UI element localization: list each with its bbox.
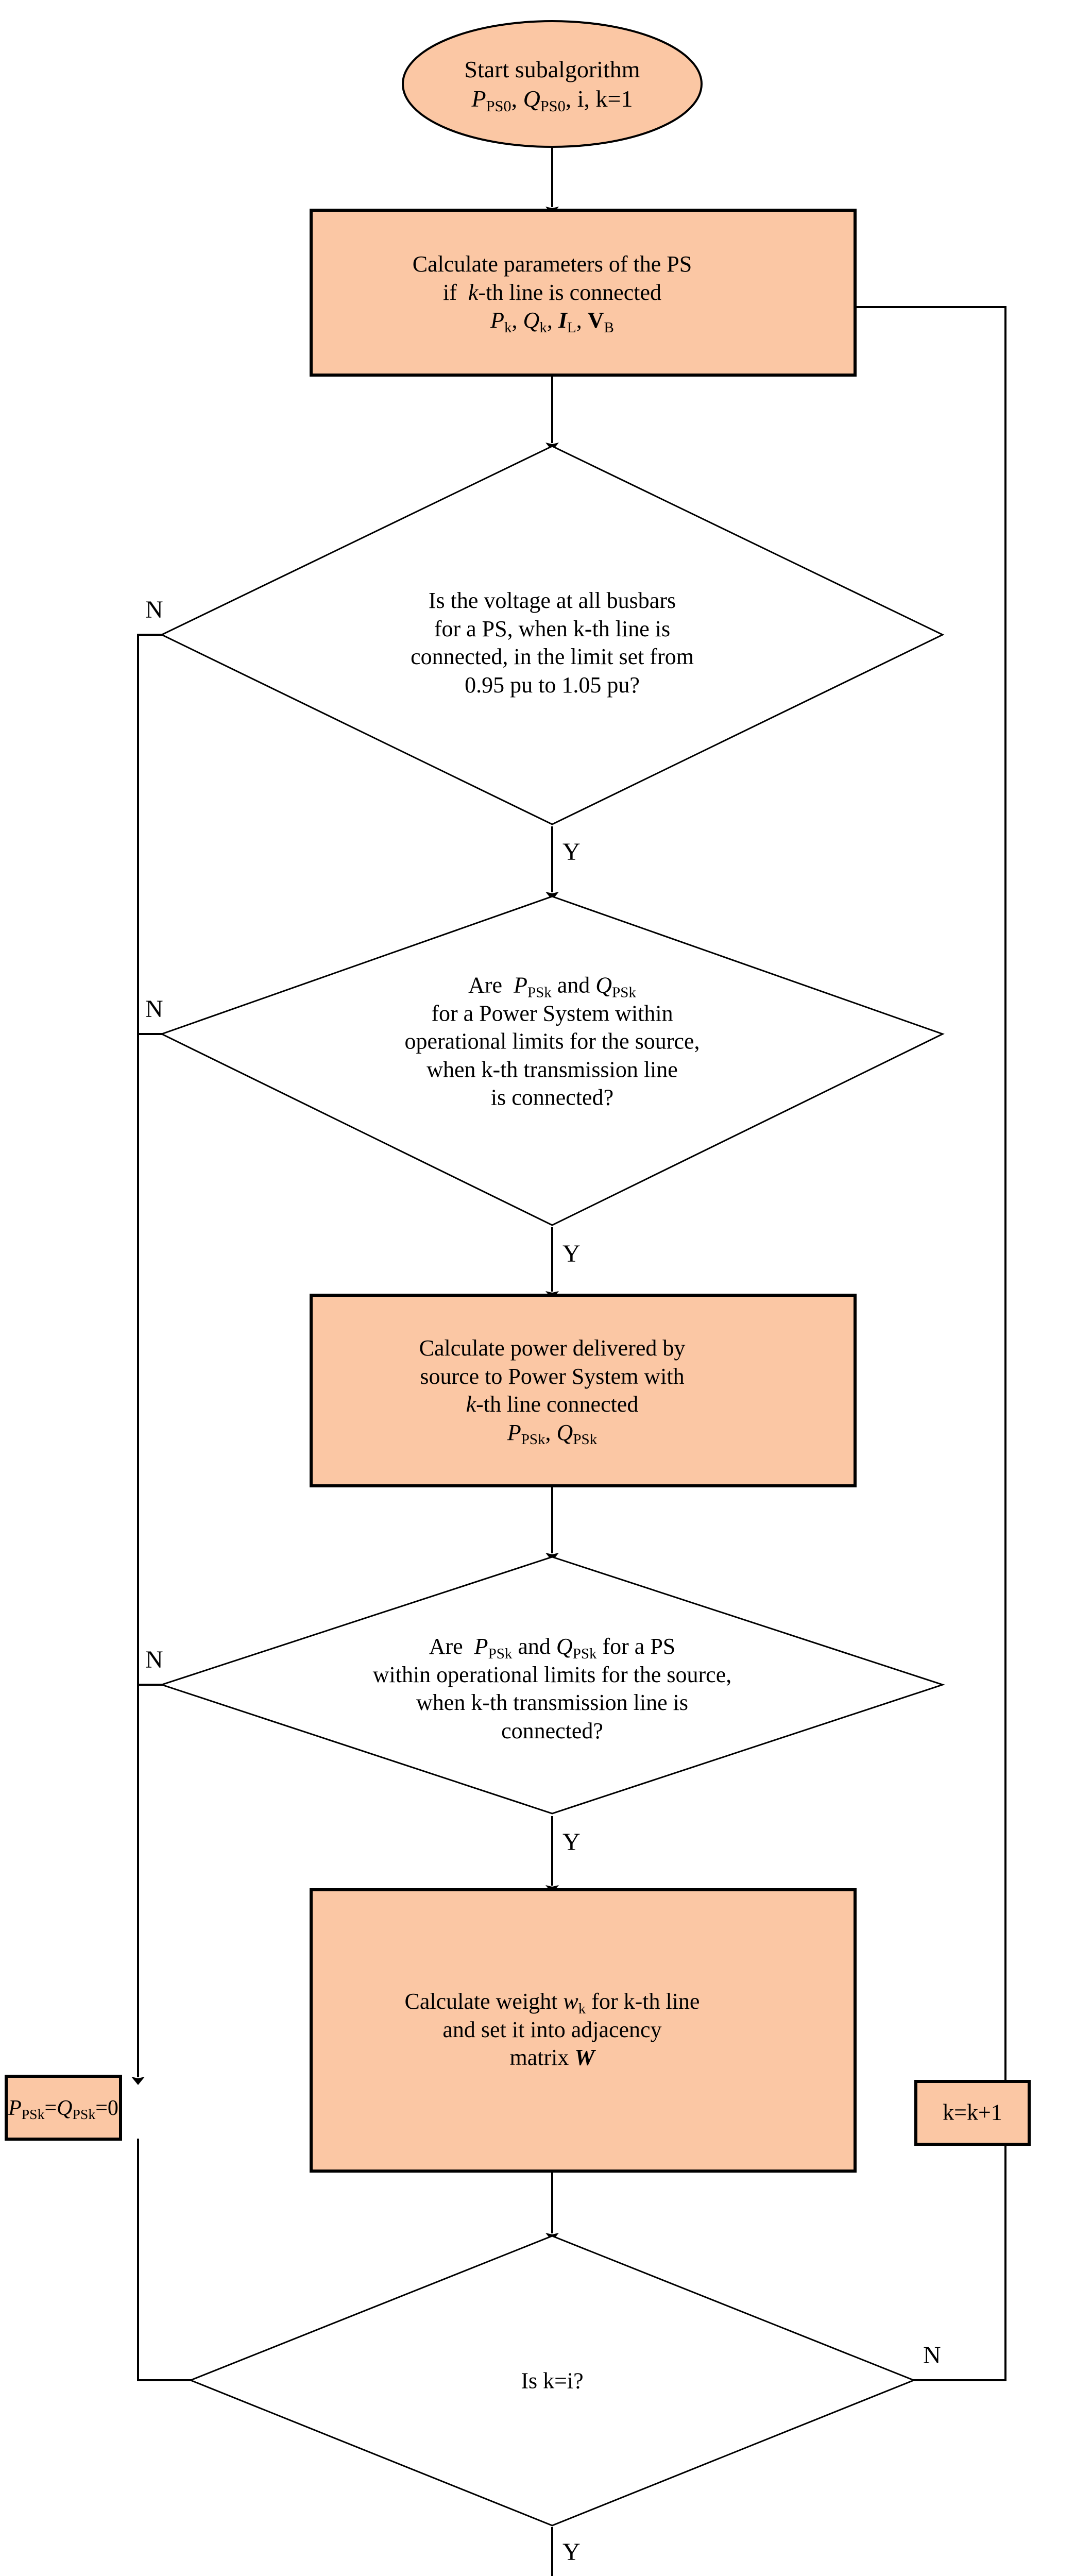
branch-label-voltage-no: N [145, 596, 163, 623]
decision-k-eq-i-shape [188, 2235, 916, 2527]
branch-label-voltage-yes: Y [562, 838, 581, 866]
decision-pq-ps-shape [159, 1556, 945, 1815]
branch-label-pq-ps-no: N [145, 1646, 163, 1673]
branch-label-pq-ps-yes: Y [562, 1828, 581, 1856]
edge-increment-k-to-calc-params [855, 306, 1006, 2082]
calc-weight-node-shape [310, 1888, 857, 2173]
decision-voltage-shape [160, 445, 945, 825]
decision-pq-source-shape [160, 895, 945, 1226]
calc-power-node-shape [310, 1294, 857, 1487]
branch-label-k-eq-i-no: N [923, 2342, 941, 2369]
branch-label-pq-source-yes: Y [562, 1240, 581, 1267]
edge-voltage-no [137, 634, 319, 2056]
branch-label-k-eq-i-yes: Y [562, 2538, 581, 2566]
branch-label-pq-source-no: N [145, 995, 163, 1023]
increment-k-node-shape [914, 2080, 1031, 2146]
start-node-shape [402, 20, 703, 148]
calc-params-node-shape [310, 209, 857, 377]
zero-assign-node-shape [5, 2075, 122, 2141]
